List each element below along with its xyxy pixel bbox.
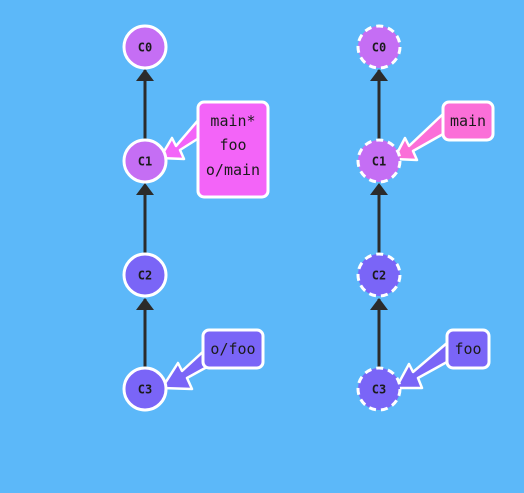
right-commit-c2: C2	[356, 252, 402, 298]
commit-label: C1	[372, 155, 386, 169]
commit-label: C0	[372, 41, 386, 55]
arrowhead-c0	[136, 69, 154, 81]
right-branch-box-c1: main	[441, 100, 495, 142]
left-commit-c1: C1	[122, 138, 168, 184]
right-commit-c1: C1	[356, 138, 402, 184]
branch-label-foo: foo	[219, 136, 246, 154]
right-branch-box-c3: foo	[445, 328, 491, 370]
arrowhead-c2	[136, 298, 154, 310]
right-tree: main foo C0 C1 C2 C3	[356, 24, 495, 412]
left-commit-c2: C2	[122, 252, 168, 298]
branch-label-main: main	[450, 112, 486, 130]
arrowhead-c1	[370, 183, 388, 195]
commit-label: C2	[138, 269, 152, 283]
branch-label-o-foo: o/foo	[210, 340, 255, 358]
commit-label: C1	[138, 155, 152, 169]
commit-label: C0	[138, 41, 152, 55]
left-commit-c3: C3	[122, 366, 168, 412]
branch-label-foo: foo	[454, 340, 481, 358]
left-branch-box-c1: main* foo o/main	[196, 100, 270, 199]
left-commit-c0: C0	[122, 24, 168, 70]
left-branch-box-c3: o/foo	[201, 328, 265, 370]
arrowhead-c2	[370, 298, 388, 310]
branch-label-o-main: o/main	[206, 161, 260, 179]
right-commit-c3: C3	[356, 366, 402, 412]
commit-label: C3	[372, 383, 386, 397]
right-arrowheads	[370, 69, 388, 310]
right-commit-c0: C0	[356, 24, 402, 70]
left-arrowheads	[136, 69, 154, 310]
branch-label-main-star: main*	[210, 112, 255, 130]
left-tree: main* foo o/main o/foo C0 C1 C2 C3	[122, 24, 270, 412]
arrowhead-c1	[136, 183, 154, 195]
commit-label: C2	[372, 269, 386, 283]
commit-label: C3	[138, 383, 152, 397]
arrowhead-c0	[370, 69, 388, 81]
